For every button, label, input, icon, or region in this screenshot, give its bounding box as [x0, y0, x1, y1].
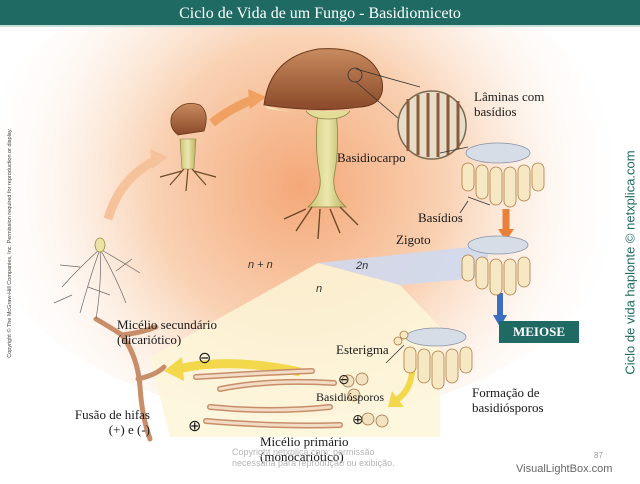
title-bar: Ciclo de Vida de um Fungo - Basidiomicet… — [0, 0, 640, 27]
meiose-box: MEIOSE — [499, 321, 579, 343]
arrowhead-y2 — [164, 357, 184, 381]
dikaryotic-glow — [0, 0, 630, 417]
phase-2n: 2n — [356, 260, 369, 272]
minus-sign-2: ⊖ — [338, 373, 350, 388]
arrowhead-y1 — [388, 391, 404, 407]
plus-sign-1: ⊕ — [188, 418, 202, 435]
callout-line-1 — [355, 68, 421, 88]
label-basidios: Basídios — [418, 210, 463, 225]
spores — [341, 372, 389, 428]
label-esterigma: Esterigma — [336, 342, 389, 357]
label-basidiosporos: Basidiósporos — [316, 390, 385, 404]
label-basidiocarpo: Basidiocarpo — [337, 150, 406, 165]
label-laminas: Lâminas com basídios — [474, 89, 545, 119]
phase-n-plus-n: n + n — [248, 259, 273, 271]
label-zigoto: Zigoto — [396, 232, 431, 247]
secondary-mycelium — [93, 316, 167, 442]
spore-formation-cluster — [393, 327, 473, 390]
meiose-label: MEIOSE — [512, 324, 565, 339]
callout-line-4 — [467, 196, 491, 206]
mycelium-fibers — [53, 248, 141, 320]
plus-sign-2: ⊕ — [352, 413, 364, 428]
arrowhead-1 — [150, 149, 168, 169]
zygote-cluster — [461, 235, 531, 296]
arrowhead-2 — [248, 89, 266, 109]
copyright-vertical: Copyright © The McGraw-Hill Companies, I… — [7, 128, 13, 358]
minus-sign-1: ⊖ — [198, 350, 212, 367]
label-fusao: Fusão de hifas (+) e (-) — [74, 407, 150, 437]
arrow-to-secondary-mycelium — [176, 359, 301, 377]
label-formacao: Formação de basidiósporos — [472, 385, 544, 415]
arrow-mycelium-to-button — [103, 154, 161, 221]
page-title: Ciclo de Vida de um Fungo - Basidiomicet… — [179, 5, 461, 22]
footer-brand: VisualLightBox.com — [516, 463, 613, 475]
basidia-cluster — [461, 142, 545, 208]
label-micelio-primario: Micélio primário (monocariótico) — [260, 434, 349, 464]
callout-line-3 — [439, 146, 469, 154]
watermark: Copyright netxplica.com: permissão neces… — [232, 447, 395, 468]
basidiocarp-mushroom — [263, 48, 384, 240]
callout-esterigma — [385, 344, 405, 364]
haploid-wedge — [150, 263, 440, 437]
arrowhead-3 — [498, 229, 514, 241]
gills-magnified — [397, 90, 467, 160]
diploid-wedge — [318, 245, 488, 285]
label-micelio-secundario: Micélio secundário (dicariótico) — [117, 317, 217, 347]
diagram-canvas — [0, 0, 630, 442]
page-number: 87 — [594, 451, 603, 460]
phase-n: n — [316, 283, 323, 295]
button-mushroom — [159, 102, 217, 192]
mushroom-primordium — [94, 237, 106, 253]
callout-line-5 — [459, 200, 469, 214]
side-caption: Ciclo de vida haplonte © netxplica.com — [622, 150, 638, 375]
